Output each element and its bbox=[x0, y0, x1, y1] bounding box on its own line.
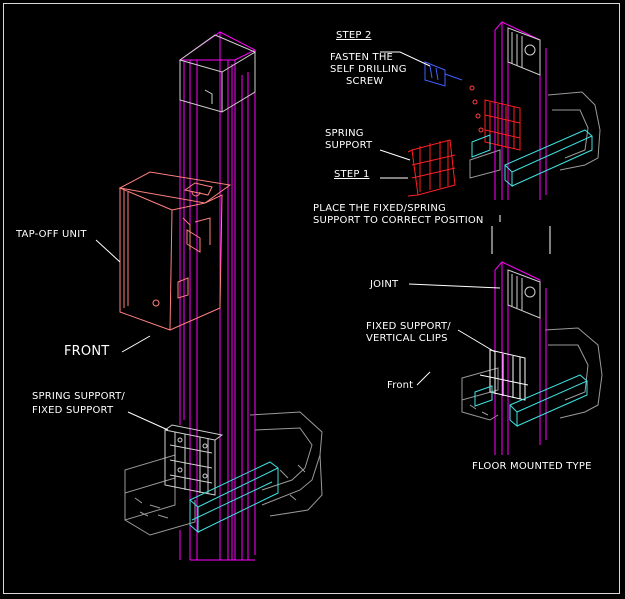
right-top-spring-support-loose bbox=[407, 139, 456, 197]
right-top-channel bbox=[471, 129, 593, 188]
right-bottom-fixed-support bbox=[479, 349, 529, 401]
place-support-line2: SUPPORT TO CORRECT POSITION bbox=[313, 215, 484, 226]
tapoff-unit-label: TAP-OFF UNIT bbox=[16, 229, 87, 240]
right-bottom-joint-block bbox=[507, 269, 541, 319]
front-label: FRONT bbox=[64, 344, 110, 359]
left-tapoff-box bbox=[118, 171, 232, 331]
fasten-screw-line1: FASTEN THE bbox=[330, 52, 394, 63]
fixed-support-clips-line1: FIXED SUPPORT/ bbox=[366, 321, 451, 332]
place-support-line1: PLACE THE FIXED/SPRING bbox=[313, 203, 446, 214]
right-top-spring-support-mounted bbox=[484, 99, 521, 151]
right-bottom-channel bbox=[474, 374, 588, 428]
front-small-label: Front bbox=[387, 380, 414, 391]
left-riser-cap bbox=[178, 34, 257, 113]
right-top-joint-block bbox=[507, 27, 541, 76]
joint-label: JOINT bbox=[370, 279, 399, 290]
spring-fixed-support-label-line2: FIXED SUPPORT bbox=[32, 405, 114, 416]
step1-label: STEP 1 bbox=[334, 169, 370, 180]
left-spring-support bbox=[164, 424, 224, 496]
drawing-border bbox=[3, 3, 620, 594]
fixed-support-clips-line2: VERTICAL CLIPS bbox=[366, 333, 448, 344]
right-top-screws bbox=[469, 85, 484, 133]
left-channel-bracket bbox=[189, 461, 279, 534]
left-riser-trunking bbox=[179, 31, 256, 560]
step2-label: STEP 2 bbox=[336, 30, 372, 41]
right-top-floor-slab bbox=[469, 91, 601, 179]
fasten-screw-line2: SELF DRILLING bbox=[330, 64, 407, 75]
left-floor-slab bbox=[124, 411, 323, 536]
left-riser-bottom bbox=[179, 530, 255, 561]
fasten-screw-line3: SCREW bbox=[346, 76, 384, 87]
spring-fixed-support-label-line1: SPRING SUPPORT/ bbox=[32, 391, 125, 402]
leader-lines bbox=[95, 51, 551, 431]
floor-mounted-type-label: FLOOR MOUNTED TYPE bbox=[472, 461, 592, 472]
right-top-riser bbox=[494, 21, 547, 200]
spring-support-label-line1: SPRING bbox=[325, 128, 364, 139]
right-top-drill-tool bbox=[424, 61, 463, 87]
right-bottom-floor-slab bbox=[461, 327, 603, 421]
spring-support-label-line2: SUPPORT bbox=[325, 140, 373, 151]
